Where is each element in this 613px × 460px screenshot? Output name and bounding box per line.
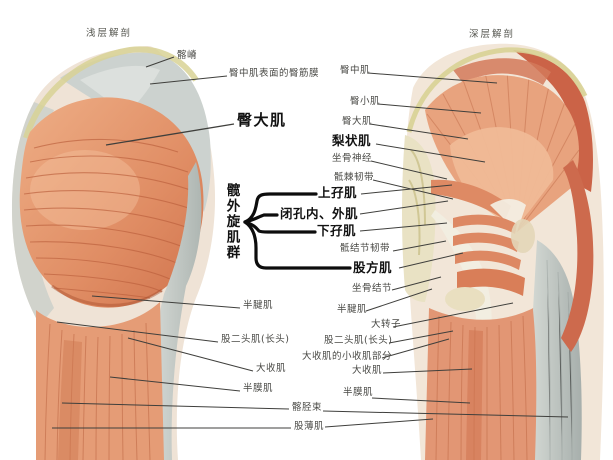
label-adductor-magnus-superficial: 大收肌 — [256, 363, 287, 374]
label-iliotibial-tract: 髂胫束 — [292, 402, 323, 413]
label-sacrotuberous-ligament: 骶结节韧带 — [340, 243, 391, 254]
label-hip-external-rotator-group: 髋外旋肌群 — [223, 183, 240, 261]
illustration-superficial-buttock — [12, 46, 216, 460]
label-gluteus-maximus-superficial: 臀大肌 — [237, 111, 287, 129]
label-biceps-femoris-deep: 股二头肌(长头) — [324, 335, 393, 346]
label-gluteal-fascia: 臀中肌表面的臀筋膜 — [229, 68, 320, 79]
label-semitendinosus-superficial: 半腱肌 — [243, 300, 274, 311]
label-gracilis: 股薄肌 — [294, 421, 325, 432]
label-gluteus-medius-deep: 臀中肌 — [340, 65, 371, 76]
label-gluteus-minimus-deep: 臀小肌 — [350, 96, 381, 107]
label-sacrospinous-ligament: 骶棘韧带 — [334, 172, 375, 183]
label-iliac-crest: 髂嵴 — [177, 50, 198, 61]
label-gluteus-maximus-deep: 臀大肌 — [342, 116, 373, 127]
label-gemellus-superior: 上孖肌 — [318, 185, 358, 200]
label-semimembranosus-deep: 半膜肌 — [343, 387, 374, 398]
label-ischial-tuberosity: 坐骨结节 — [352, 283, 393, 294]
label-biceps-femoris-superficial: 股二头肌(长头) — [221, 334, 290, 345]
label-piriformis: 梨状肌 — [332, 133, 372, 148]
label-greater-trochanter: 大转子 — [371, 319, 402, 330]
rotator-group-bracket — [243, 192, 352, 270]
title-superficial-dissection: 浅层解剖 — [86, 28, 133, 39]
label-semimembranosus-superficial: 半膜肌 — [243, 383, 274, 394]
label-adductor-magnus-deep: 大收肌 — [352, 365, 383, 376]
label-semitendinosus-deep: 半腱肌 — [337, 304, 368, 315]
label-adductor-minimus-part: 大收肌的小收肌部分 — [302, 351, 393, 362]
label-obturator-internus-externus: 闭孔内、外肌 — [280, 206, 359, 221]
label-sciatic-nerve: 坐骨神经 — [332, 153, 373, 164]
label-quadratus-femoris: 股方肌 — [353, 260, 393, 275]
title-deep-dissection: 深层解剖 — [469, 29, 516, 40]
illustration-deep-buttock — [402, 43, 604, 460]
label-gemellus-inferior: 下孖肌 — [317, 223, 357, 238]
